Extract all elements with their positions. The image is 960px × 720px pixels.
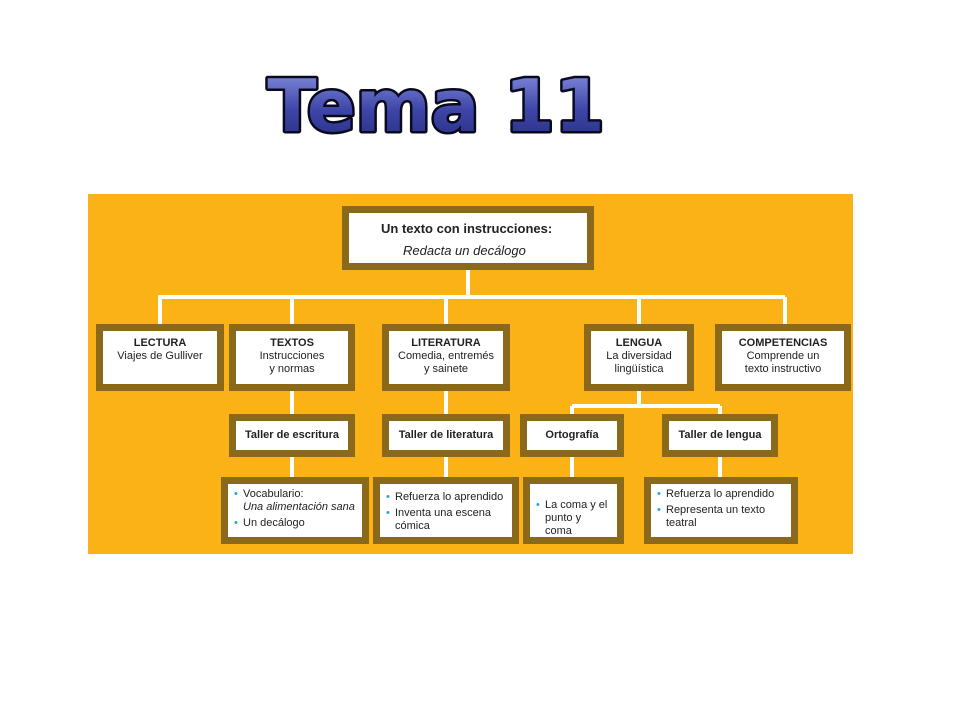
- bullet-icon: •: [234, 517, 238, 529]
- list-item: • Vocabulario:Una alimentación sana: [234, 488, 356, 514]
- activity-text: Inventa una escena: [395, 507, 492, 519]
- activity-text: Un decálogo: [243, 517, 305, 529]
- workshop-label: Taller de escritura: [245, 429, 339, 441]
- connector-lines: [158, 270, 787, 477]
- category-heading: COMPETENCIAS: [738, 337, 828, 349]
- title-banner: Tema 11: [0, 68, 960, 148]
- category-box-competencias: COMPETENCIAS Comprende un texto instruct…: [715, 324, 851, 391]
- bullet-icon: •: [657, 488, 661, 500]
- activity-text: Representa un texto: [666, 504, 766, 516]
- category-heading: TEXTOS: [270, 337, 314, 349]
- list-item: • Refuerza lo aprendido: [657, 488, 785, 501]
- activity-text-continued: teatral: [666, 517, 697, 529]
- category-heading: LENGUA: [615, 337, 663, 349]
- activity-text: Refuerza lo aprendido: [395, 491, 504, 503]
- bullet-icon: •: [234, 488, 238, 500]
- category-line: texto instructivo: [744, 363, 822, 375]
- category-line: La diversidad: [606, 350, 672, 362]
- category-line: y sainete: [423, 363, 469, 375]
- category-line: y normas: [269, 363, 315, 375]
- workshop-label: Taller de lengua: [678, 429, 762, 441]
- activity-text: Vocabulario:: [243, 488, 304, 500]
- workshop-box-ortografia: Ortografía: [520, 414, 624, 457]
- concept-map-panel: Un texto con instrucciones: Redacta un d…: [88, 194, 853, 554]
- main-topic-box: Un texto con instrucciones: Redacta un d…: [342, 206, 594, 270]
- activity-text-continued: punto y coma: [545, 512, 582, 537]
- category-box-lengua: LENGUA La diversidad lingüística: [584, 324, 694, 391]
- category-line: Viajes de Gulliver: [117, 350, 203, 362]
- category-line: Comprende un: [746, 350, 820, 362]
- bullet-icon: •: [386, 507, 390, 519]
- category-line: Instrucciones: [259, 350, 325, 362]
- category-line: lingüística: [614, 363, 664, 375]
- activity-text: Refuerza lo aprendido: [666, 488, 775, 500]
- workshop-label: Ortografía: [545, 429, 599, 441]
- list-item: • Un decálogo: [234, 517, 356, 530]
- workshop-box-escritura: Taller de escritura: [229, 414, 355, 457]
- category-heading: LITERATURA: [411, 337, 481, 349]
- main-topic-heading: Un texto con instrucciones:: [381, 221, 553, 236]
- activity-text-continued: cómica: [395, 520, 430, 532]
- activity-box-literatura: • Refuerza lo aprendido • Inventa una esce…: [373, 477, 519, 544]
- list-item: • Refuerza lo aprendido: [386, 491, 506, 504]
- category-box-lectura: LECTURA Viajes de Gulliver: [96, 324, 224, 391]
- page-title: Tema 11: [267, 68, 604, 148]
- bullet-icon: •: [536, 499, 540, 511]
- bullet-icon: •: [657, 504, 661, 516]
- bullet-icon: •: [386, 491, 390, 503]
- category-box-textos: TEXTOS Instrucciones y normas: [229, 324, 355, 391]
- workshop-box-literatura: Taller de literatura: [382, 414, 510, 457]
- workshop-label: Taller de literatura: [398, 429, 494, 441]
- activity-box-lengua: • Refuerza lo aprendido • Representa un te…: [644, 477, 798, 544]
- category-box-literatura: LITERATURA Comedia, entremés y sainete: [382, 324, 510, 391]
- activity-italic-text: Una alimentación sana: [243, 501, 355, 513]
- workshop-box-lengua: Taller de lengua: [662, 414, 778, 457]
- activity-box-escritura: • Vocabulario:Una alimentación sana • Un d…: [221, 477, 369, 544]
- category-line: Comedia, entremés: [398, 350, 494, 362]
- category-heading: LECTURA: [133, 337, 187, 349]
- activity-text: La coma y el: [545, 499, 608, 511]
- main-topic-subtitle: Redacta un decálogo: [403, 243, 526, 258]
